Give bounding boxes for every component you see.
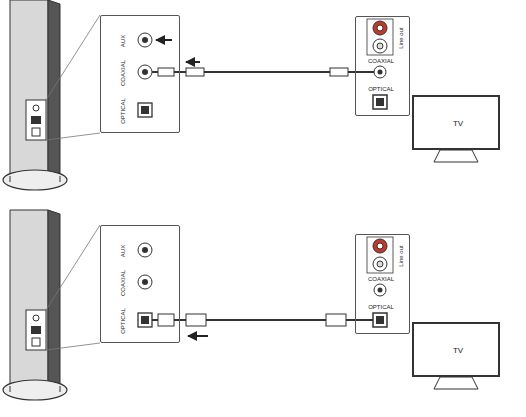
port-label: COAXIAL [368,276,394,282]
port-label: OPTICAL [368,304,394,310]
port-label: OPTICAL [120,98,126,124]
jack-panel: AUX COAXIAL OPTICAL [100,15,180,133]
port-label: AUX [120,35,126,47]
tv-jack-panel: Line outCOAXIAL OPTICAL [355,234,410,334]
tv-screen: TV [412,95,500,150]
tv-label: TV [453,347,463,355]
port-label: COAXIAL [368,58,394,64]
cable [180,71,355,73]
port-label: OPTICAL [120,308,126,334]
tv-label: TV [453,120,463,128]
tv-screen: TV [412,322,500,377]
port-label: Line out [398,27,404,48]
tv-jack-panel: Line outCOAXIAL OPTICAL [355,16,410,116]
port-label: COAXIAL [120,60,126,86]
jack-panel: AUX COAXIAL OPTICAL [100,225,180,343]
port-label: OPTICAL [368,86,394,92]
port-label: AUX [120,245,126,257]
port-label: Line out [398,245,404,266]
port-label: COAXIAL [120,270,126,296]
